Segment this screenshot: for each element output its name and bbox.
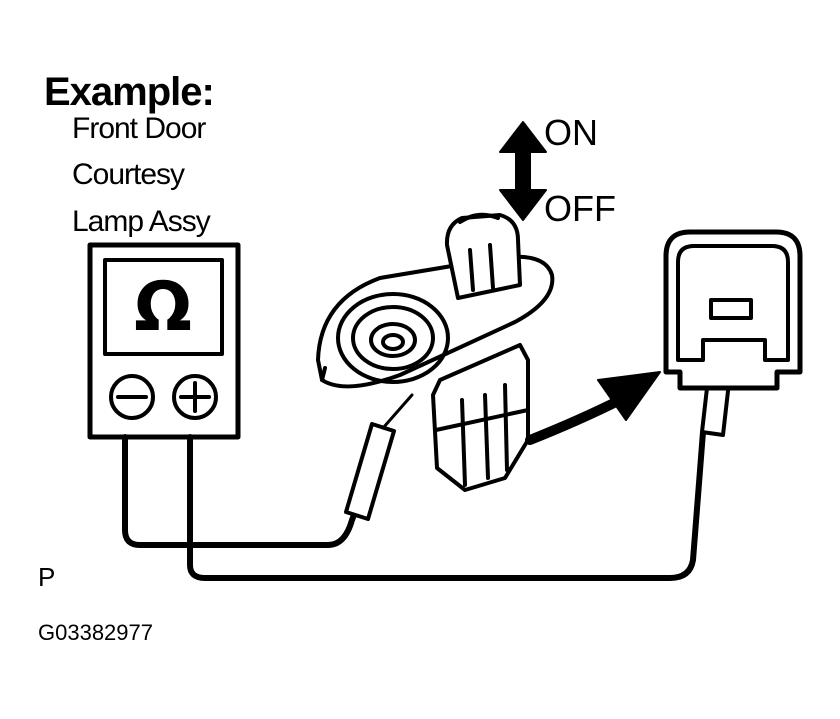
ohm-symbol: Ω bbox=[134, 268, 192, 347]
component-line-3: Lamp Assy bbox=[72, 205, 211, 238]
on-label: ON bbox=[544, 112, 598, 153]
negative-terminal-icon bbox=[109, 374, 155, 420]
section-letter: P bbox=[38, 562, 56, 592]
door-courtesy-switch bbox=[316, 212, 555, 492]
positive-terminal-icon bbox=[172, 374, 218, 420]
on-off-arrow-icon bbox=[499, 121, 547, 221]
positive-test-lead bbox=[187, 429, 706, 581]
figure-code: G03382977 bbox=[38, 620, 153, 645]
negative-test-lead bbox=[122, 434, 359, 548]
negative-probe bbox=[344, 393, 414, 521]
connector-face bbox=[663, 229, 803, 391]
off-label: OFF bbox=[544, 188, 616, 229]
example-title: Example: bbox=[44, 70, 215, 114]
curved-arrow bbox=[525, 395, 625, 445]
ohmmeter bbox=[87, 242, 241, 440]
curved-arrow-head bbox=[597, 371, 661, 421]
component-line-2: Courtesy bbox=[72, 158, 185, 191]
component-line-1: Front Door bbox=[72, 112, 206, 145]
